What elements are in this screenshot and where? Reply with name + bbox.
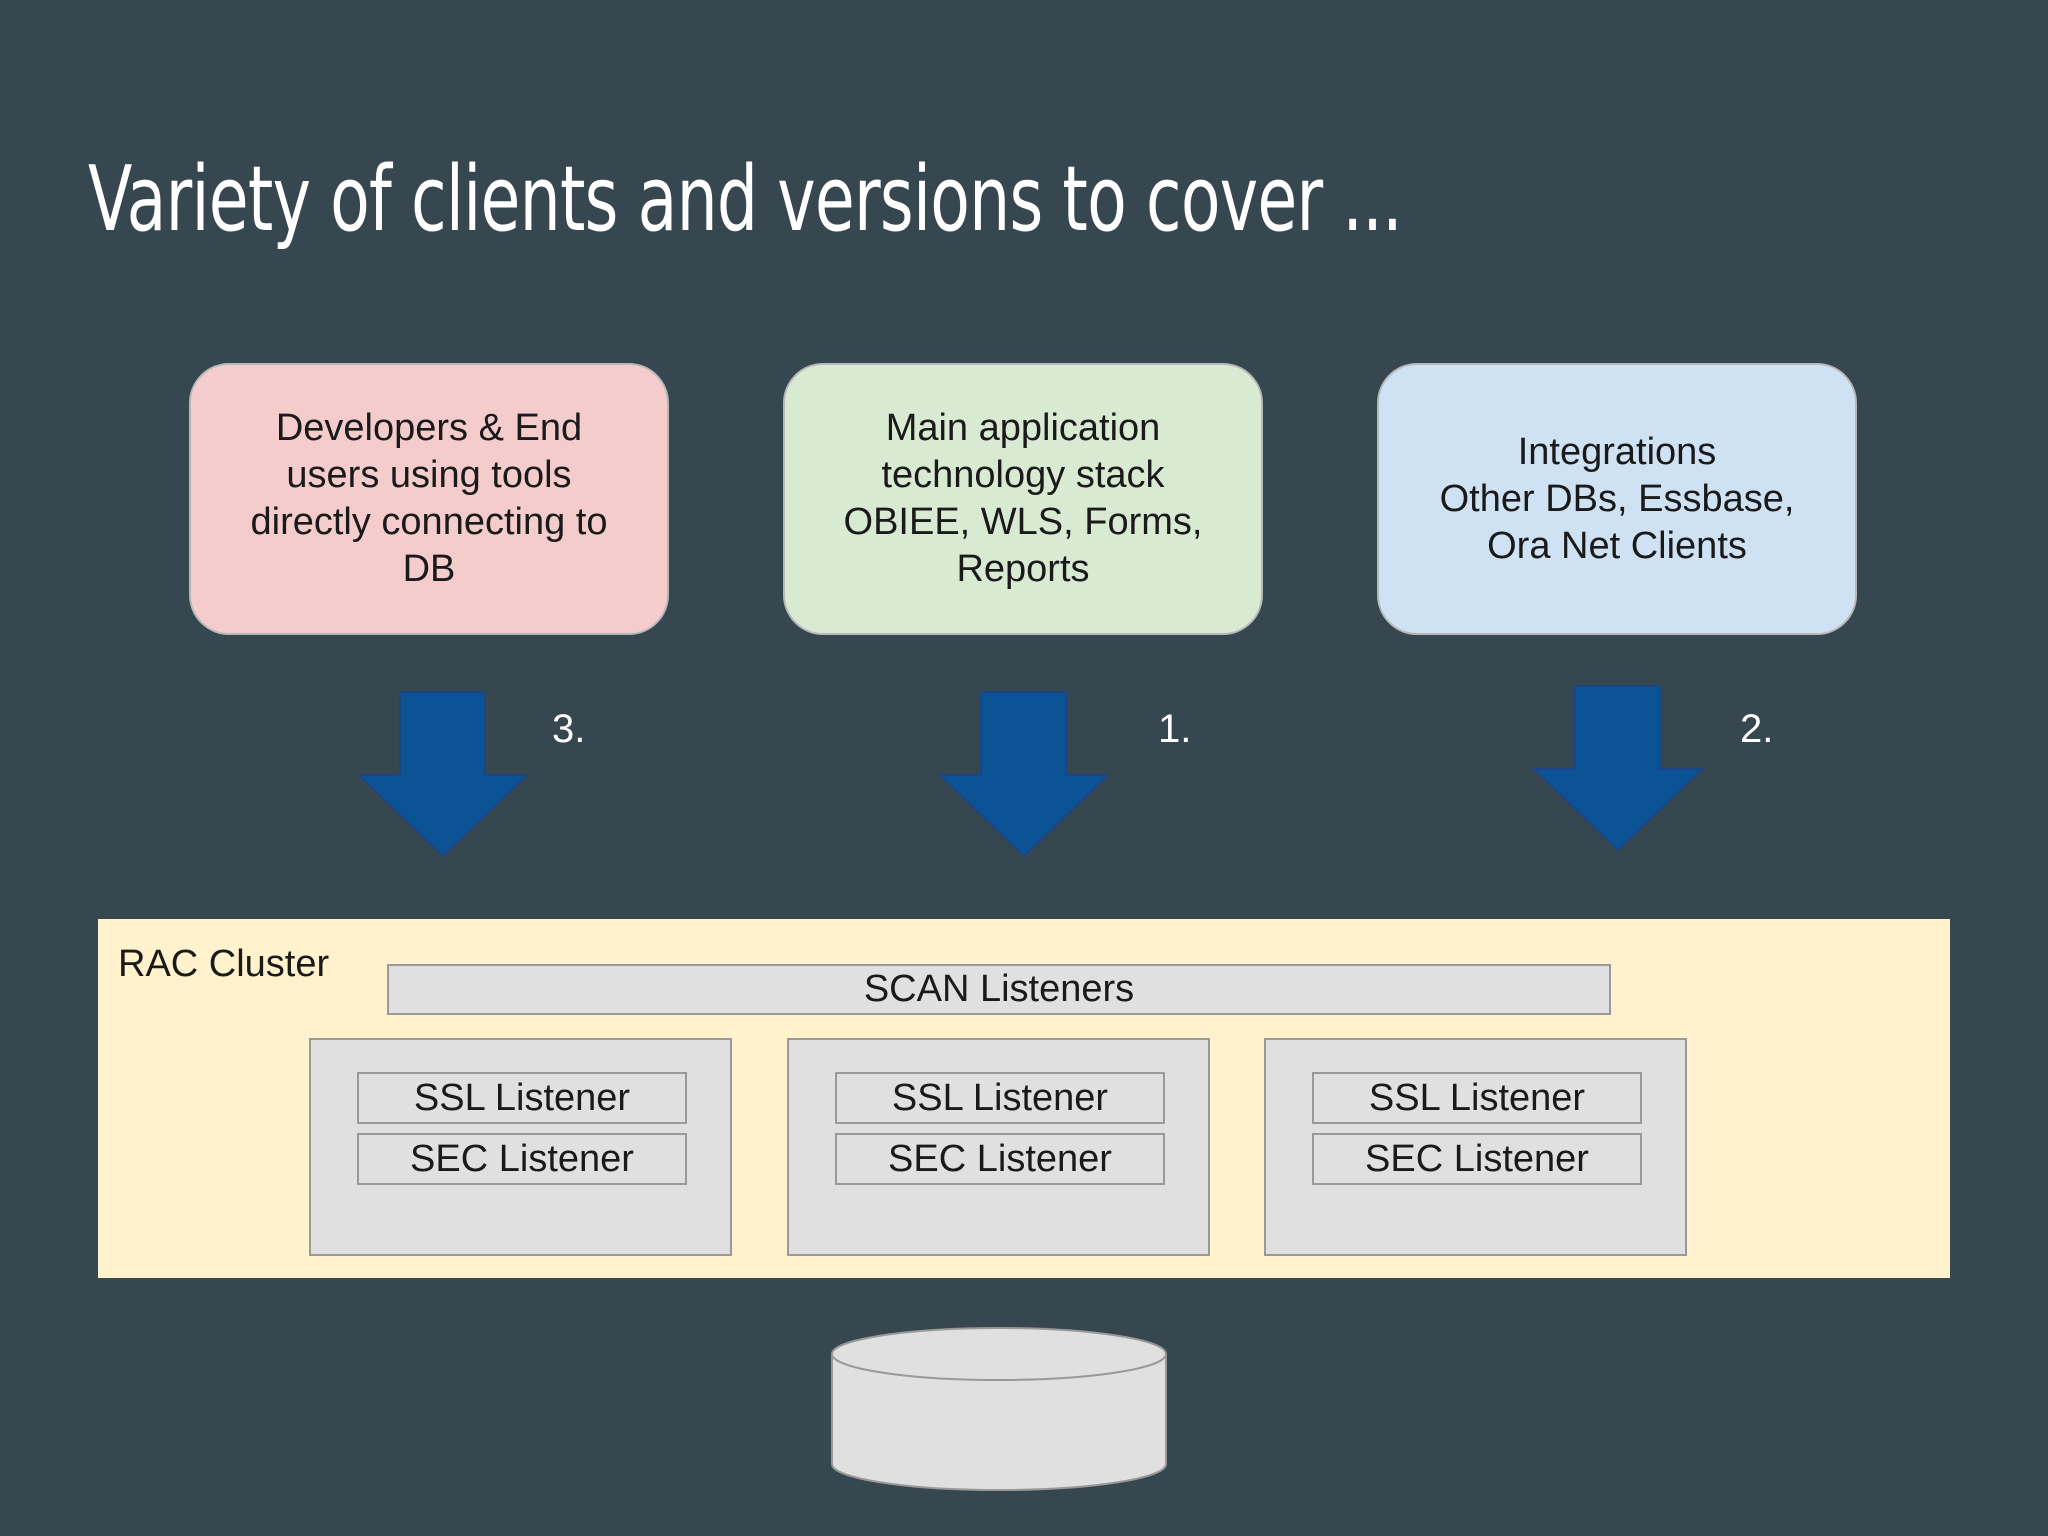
client-line: Main application	[885, 407, 1161, 449]
sec-listener: SEC Listener	[835, 1133, 1165, 1185]
sec-listener-label: SEC Listener	[888, 1137, 1112, 1180]
rac-node-1: SSL Listener SEC Listener	[309, 1038, 732, 1256]
client-text-integrations: Integrations Other DBs, Essbase, Ora Net…	[1420, 429, 1815, 570]
sec-listener: SEC Listener	[1312, 1133, 1642, 1185]
client-line: users using tools	[286, 454, 572, 496]
client-text-developers: Developers & End users using tools direc…	[231, 405, 628, 593]
ssl-listener: SSL Listener	[835, 1072, 1165, 1124]
down-arrow-icon	[1532, 685, 1704, 852]
scan-listeners-label: SCAN Listeners	[863, 968, 1135, 1010]
ssl-listener-label: SSL Listener	[1368, 1076, 1586, 1119]
client-line: Reports	[956, 548, 1090, 590]
client-line: Ora Net Clients	[1487, 524, 1747, 567]
ssl-listener-label: SSL Listener	[413, 1076, 631, 1119]
client-box-developers: Developers & End users using tools direc…	[189, 363, 669, 635]
rac-node-3: SSL Listener SEC Listener	[1264, 1038, 1687, 1256]
client-box-integrations: Integrations Other DBs, Essbase, Ora Net…	[1377, 363, 1857, 635]
client-line: Other DBs, Essbase,	[1439, 477, 1795, 520]
client-text-main-app: Main application technology stack OBIEE,…	[824, 405, 1223, 593]
arrow-label-integrations: 2.	[1740, 707, 1774, 751]
scan-listeners: SCAN Listeners	[387, 964, 1611, 1015]
down-arrow-icon	[938, 691, 1110, 858]
sec-listener: SEC Listener	[357, 1133, 687, 1185]
rac-node-2: SSL Listener SEC Listener	[787, 1038, 1210, 1256]
rac-cluster-label: RAC Cluster	[118, 943, 330, 985]
client-line: technology stack	[881, 454, 1165, 496]
rac-cluster: RAC Cluster SCAN Listeners SSL Listener …	[98, 919, 1950, 1278]
down-arrow-icon	[357, 691, 529, 858]
client-line: Developers & End	[275, 407, 583, 449]
ssl-listener-label: SSL Listener	[891, 1076, 1109, 1119]
client-line: OBIEE, WLS, Forms,	[843, 501, 1203, 543]
arrow-label-main-app: 1.	[1158, 707, 1192, 751]
sec-listener-label: SEC Listener	[1365, 1137, 1589, 1180]
client-line: DB	[402, 548, 456, 590]
ssl-listener: SSL Listener	[357, 1072, 687, 1124]
slide-title: Variety of clients and versions to cover…	[88, 147, 1403, 252]
client-line: directly connecting to	[250, 501, 608, 543]
database-cylinder-icon	[831, 1327, 1167, 1491]
client-line: Integrations	[1517, 430, 1717, 473]
arrow-label-developers: 3.	[552, 707, 586, 751]
ssl-listener: SSL Listener	[1312, 1072, 1642, 1124]
client-box-main-app: Main application technology stack OBIEE,…	[783, 363, 1263, 635]
sec-listener-label: SEC Listener	[410, 1137, 634, 1180]
